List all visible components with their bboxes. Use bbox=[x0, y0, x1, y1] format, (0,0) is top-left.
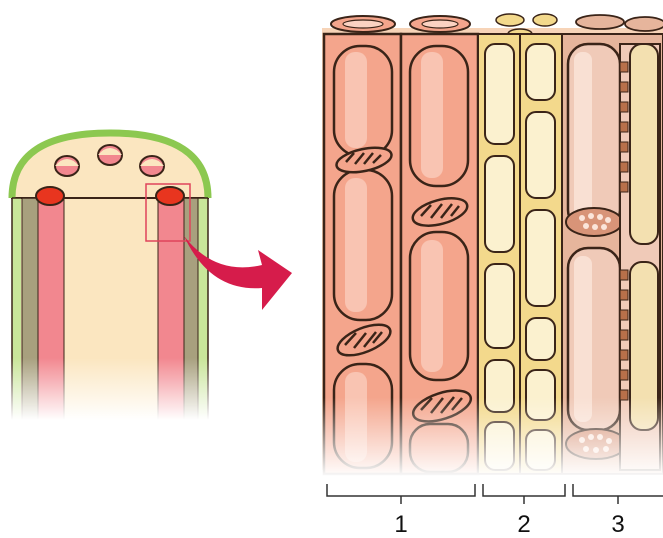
bracket-2 bbox=[483, 484, 565, 504]
bracket-1 bbox=[327, 484, 475, 504]
label-3: 3 bbox=[611, 511, 624, 538]
label-1: 1 bbox=[394, 511, 407, 538]
bracket-3 bbox=[573, 484, 663, 504]
magnified-tissue bbox=[318, 14, 663, 478]
stem-cross-section-icon bbox=[8, 133, 214, 420]
label-2: 2 bbox=[517, 511, 530, 538]
